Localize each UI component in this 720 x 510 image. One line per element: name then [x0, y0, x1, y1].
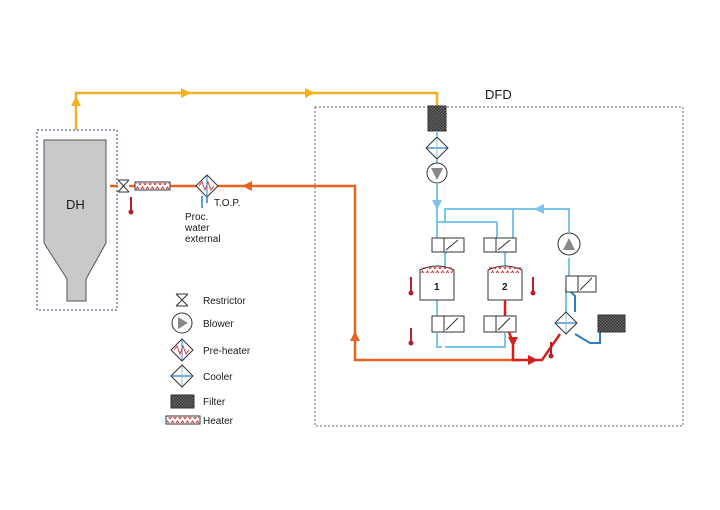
- flow-arrow: [508, 337, 518, 347]
- flow-arrow: [181, 88, 191, 98]
- top-label: T.O.P.: [214, 198, 241, 209]
- proc-water-line1: Proc.: [185, 212, 208, 223]
- restrictor-icon: [175, 293, 189, 307]
- bed-1-number: 1: [434, 282, 440, 293]
- legend-label: Cooler: [203, 372, 233, 383]
- cooler-icon: [170, 364, 194, 388]
- filter-icon: [170, 394, 195, 409]
- bed-2-number: 2: [502, 282, 508, 293]
- thermometer-icon: [128, 197, 134, 215]
- flow-arrow: [242, 181, 252, 191]
- dfd-boundary: [314, 106, 684, 427]
- blower-icon: [171, 312, 193, 334]
- thermometer-icon: [408, 277, 414, 296]
- thermometer-icon: [530, 277, 536, 296]
- proc-water-line3: external: [185, 234, 221, 245]
- restrictor-icon: [117, 179, 130, 193]
- flow-arrow: [528, 355, 538, 365]
- heater-icon: [134, 181, 171, 191]
- flow-arrow: [305, 88, 315, 98]
- pre-heater-icon: [195, 174, 219, 208]
- legend-label: Restrictor: [203, 296, 246, 307]
- blower-icon: [426, 162, 448, 184]
- dryer-hopper: [43, 139, 107, 302]
- thermometer-icon: [408, 328, 414, 346]
- legend-label: Filter: [203, 397, 226, 408]
- heater-icon: [165, 415, 201, 425]
- thermometer-icon: [548, 342, 554, 359]
- flow-arrow: [350, 331, 360, 341]
- flow-arrow: [534, 204, 544, 214]
- cooler-icon: [554, 311, 578, 335]
- pre-heater-icon: [170, 338, 194, 362]
- legend: Restrictor Blower Pre-heater Cooler Filt…: [165, 293, 251, 427]
- process-air-line: [110, 184, 520, 362]
- legend-label: Heater: [203, 416, 234, 427]
- flow-arrow: [432, 200, 442, 210]
- legend-label: Blower: [203, 319, 234, 330]
- valve: [431, 237, 597, 333]
- regeneration-line: [574, 332, 601, 344]
- legend-label: Pre-heater: [203, 346, 251, 357]
- filter-icon: [427, 105, 447, 132]
- dh-label: DH: [66, 197, 85, 212]
- dfd-label: DFD: [485, 87, 512, 102]
- return-air-line: [74, 91, 439, 130]
- desiccant-bed-2: [487, 265, 523, 301]
- blower-icon: [557, 232, 581, 256]
- desiccant-bed-1: [419, 265, 455, 301]
- filter-icon: [597, 314, 626, 333]
- proc-water-line2: water: [184, 223, 210, 234]
- cooler-icon: [425, 136, 449, 160]
- flow-arrow: [71, 96, 81, 106]
